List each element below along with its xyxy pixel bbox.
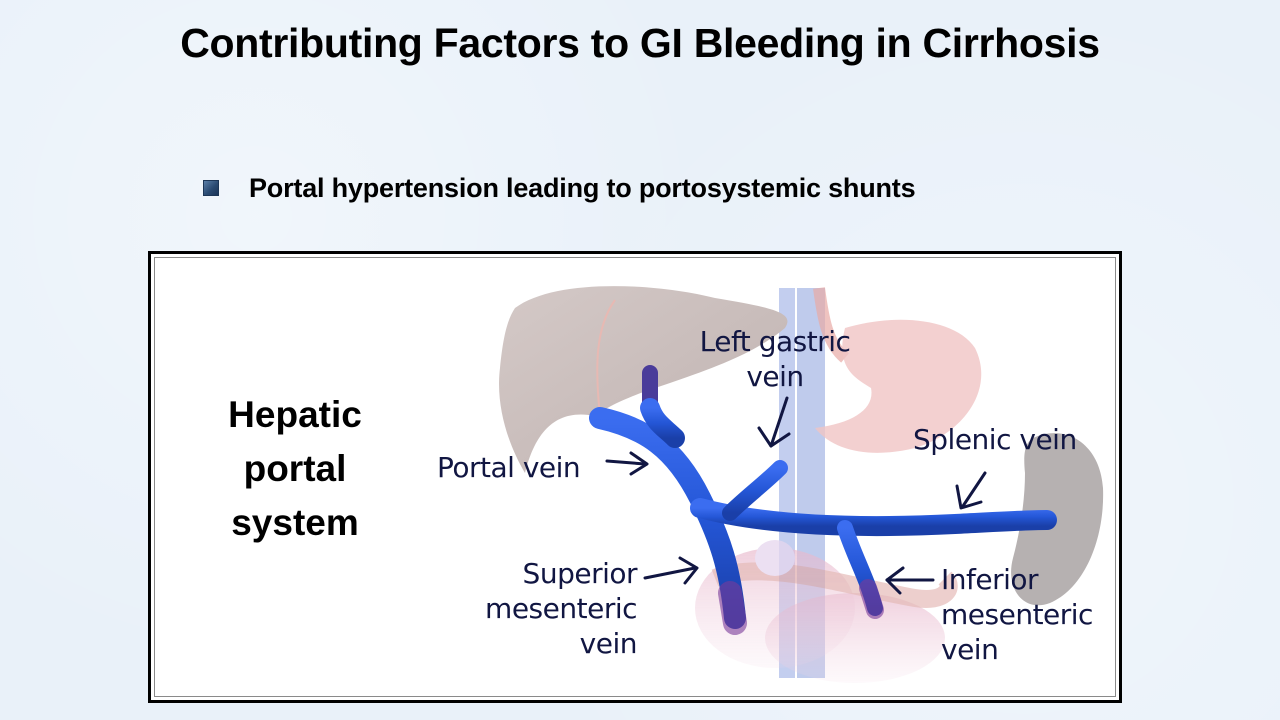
label-line: vein [941, 633, 999, 666]
label-line: vein [746, 360, 804, 393]
figure-heading-line: portal [243, 448, 347, 489]
label-line: vein [579, 627, 638, 660]
label-line: Splenic vein [913, 423, 1077, 456]
portal-vein-shape [589, 365, 1057, 635]
arrow-icon-portal [605, 451, 649, 476]
arrow-icons [605, 396, 987, 595]
label-line: mesenteric [941, 598, 1093, 631]
figure-frame: Hepatic portal system Left gastric vein … [148, 251, 1122, 703]
label-superior-mesenteric-vein: Superior mesenteric vein [451, 556, 637, 661]
square-bullet-icon [203, 180, 219, 196]
bullet-text: Portal hypertension leading to portosyst… [249, 172, 916, 203]
esophagus-shape [813, 287, 850, 363]
arrow-icon-left-gastric [757, 396, 791, 448]
label-splenic-vein: Splenic vein [913, 422, 1077, 457]
portal-system-illustration [499, 286, 1104, 683]
figure-panel: Hepatic portal system Left gastric vein … [154, 257, 1116, 697]
bullet-item: Portal hypertension leading to portosyst… [203, 168, 916, 208]
liver-ligament-line [596, 299, 616, 417]
figure-heading-line: Hepatic [228, 394, 362, 435]
stomach-shape [815, 319, 982, 453]
intestines-shape [695, 540, 958, 683]
label-left-gastric-vein: Left gastric vein [685, 324, 865, 394]
label-line: Portal vein [437, 451, 581, 484]
arrow-icon-splenic [955, 471, 987, 510]
arrow-icon-superior-mesenteric [643, 556, 699, 585]
spleen-shape [1011, 433, 1104, 606]
figure-heading: Hepatic portal system [215, 388, 375, 550]
figure-heading-line: system [231, 502, 359, 543]
arrow-icon-inferior-mesenteric [885, 566, 935, 595]
slide-title: Contributing Factors to GI Bleeding in C… [180, 20, 1100, 66]
label-line: Superior [522, 557, 638, 590]
label-inferior-mesenteric-vein: Inferior mesenteric vein [941, 562, 1093, 667]
label-portal-vein: Portal vein [437, 450, 581, 485]
label-line: mesenteric [485, 592, 637, 625]
label-line: Left gastric [699, 325, 851, 358]
label-line: Inferior [941, 563, 1039, 596]
